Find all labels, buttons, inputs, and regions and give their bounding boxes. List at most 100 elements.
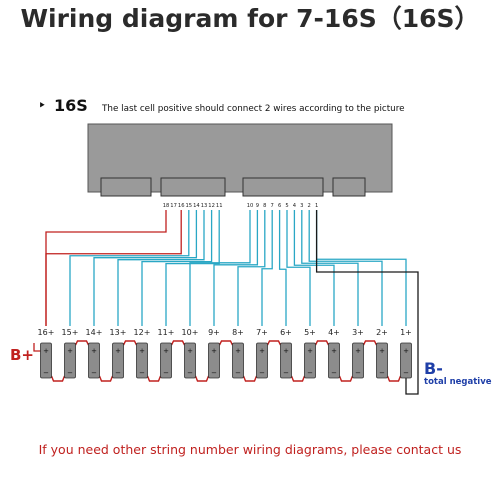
cell-minus-symbol: − — [115, 369, 121, 377]
series-link — [362, 340, 378, 346]
footer-note: If you need other string number wiring d… — [39, 442, 462, 457]
cell-minus-symbol: − — [379, 369, 385, 377]
sense-wire — [315, 210, 407, 326]
subtitle-note: The last cell positive should connect 2 … — [101, 104, 405, 114]
series-link — [266, 340, 282, 346]
cell-minus-symbol: − — [187, 369, 193, 377]
sense-wire — [69, 210, 190, 326]
battery-cell — [64, 342, 76, 379]
pin-label: 15 — [185, 203, 192, 209]
b-minus-note: total negative — [424, 377, 492, 387]
sense-wire — [286, 210, 311, 326]
cell-label: 1+ — [400, 328, 412, 337]
cell-label: 7+ — [256, 328, 268, 337]
battery-cell — [328, 342, 340, 379]
sense-wire — [213, 210, 259, 326]
cell-plus-symbol: + — [67, 347, 73, 355]
cell-plus-symbol: + — [235, 347, 241, 355]
series-link — [122, 340, 138, 346]
cell-minus-symbol: − — [91, 369, 97, 377]
series-link — [242, 375, 258, 382]
series-link — [386, 375, 402, 382]
cell-label: 8+ — [232, 328, 244, 337]
subtitle-series: 16S — [54, 96, 88, 115]
cell-label: 4+ — [328, 328, 340, 337]
series-link — [314, 340, 330, 346]
sense-wire — [237, 210, 266, 326]
battery-cells: 16++−15++−14++−13++−12++−11++−10++−9++−8… — [38, 328, 412, 379]
connector-left-housing — [160, 177, 226, 197]
pin-label: 4 — [293, 203, 297, 209]
sense-wire — [278, 210, 287, 326]
pin-label: 13 — [201, 203, 208, 209]
pin-label: 9 — [256, 203, 259, 209]
sense-wire — [165, 210, 220, 326]
cell-minus-symbol: − — [139, 369, 145, 377]
battery-cell — [376, 342, 388, 379]
cell-label: 6+ — [280, 328, 292, 337]
battery-cell — [232, 342, 244, 379]
sense-wire — [117, 210, 205, 326]
cell-minus-symbol: − — [283, 369, 289, 377]
cell-plus-symbol: + — [403, 347, 409, 355]
sense-wire — [301, 210, 359, 326]
cell-minus-symbol: − — [67, 369, 73, 377]
cell-plus-symbol: + — [379, 347, 385, 355]
sense-wire — [93, 210, 198, 326]
cell-plus-symbol: + — [331, 347, 337, 355]
cell-minus-symbol: − — [331, 369, 337, 377]
negative-lead — [315, 210, 419, 395]
series-link — [50, 375, 66, 382]
title: Wiring diagram for 7-16S（16S） — [20, 4, 479, 33]
cell-plus-symbol: + — [259, 347, 265, 355]
cell-label: 14+ — [86, 328, 103, 337]
series-link — [98, 375, 114, 382]
battery-cell — [136, 342, 148, 379]
cell-plus-symbol: + — [115, 347, 121, 355]
series-link — [170, 340, 186, 346]
b-plus-lead — [33, 343, 41, 352]
pin-label: 5 — [285, 203, 288, 209]
cell-plus-symbol: + — [355, 347, 361, 355]
cell-plus-symbol: + — [163, 347, 169, 355]
battery-cell — [352, 342, 364, 379]
battery-cell — [304, 342, 316, 379]
pin-label: 11 — [216, 203, 223, 209]
battery-cell — [160, 342, 172, 379]
cell-plus-symbol: + — [43, 347, 49, 355]
cell-plus-symbol: + — [283, 347, 289, 355]
battery-cell — [112, 342, 124, 379]
cell-label: 10+ — [182, 328, 199, 337]
pin-label: 7 — [271, 203, 274, 209]
cell-plus-symbol: + — [307, 347, 313, 355]
battery-cell — [280, 342, 292, 379]
cell-plus-symbol: + — [187, 347, 193, 355]
cell-minus-symbol: − — [211, 369, 217, 377]
battery-cell — [400, 342, 412, 379]
connector-right-housing — [242, 177, 324, 197]
series-link — [338, 375, 354, 382]
cell-label: 11+ — [158, 328, 175, 337]
battery-cell — [208, 342, 220, 379]
cell-label: 16+ — [38, 328, 55, 337]
pin-label: 6 — [278, 203, 281, 209]
cell-minus-symbol: − — [355, 369, 361, 377]
battery-cell — [40, 342, 52, 379]
cell-minus-symbol: − — [259, 369, 265, 377]
cell-label: 3+ — [352, 328, 364, 337]
cell-minus-symbol: − — [43, 369, 49, 377]
cell-label: 13+ — [110, 328, 127, 337]
cell-label: 9+ — [208, 328, 220, 337]
cell-minus-symbol: − — [307, 369, 313, 377]
series-link — [74, 340, 90, 346]
pin-label: 1 — [315, 203, 318, 209]
pin-label: 18 — [163, 203, 170, 209]
sense-wire — [293, 210, 335, 326]
series-link — [194, 375, 210, 382]
pin-label: 8 — [263, 203, 266, 209]
board-port-left — [100, 177, 152, 197]
battery-cell — [88, 342, 100, 379]
sense-wire — [308, 210, 383, 326]
